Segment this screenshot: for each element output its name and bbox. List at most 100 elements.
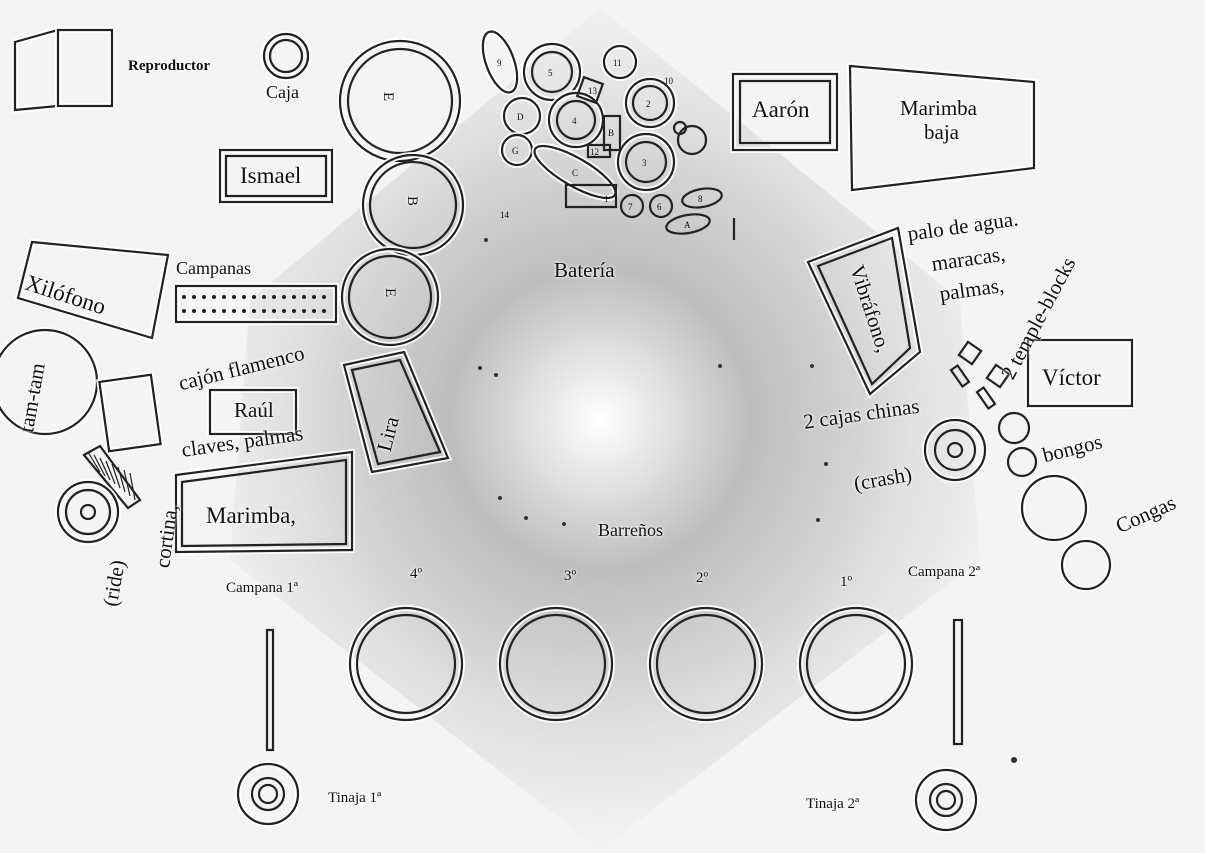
bell-dot	[242, 309, 246, 313]
kit-mark-8: 8	[698, 194, 703, 204]
label-pos-2: 2º	[696, 570, 709, 586]
label-victor: Víctor	[1042, 365, 1101, 390]
bell-dot	[322, 295, 326, 299]
bell-dot	[292, 295, 296, 299]
drum-kit-marks: 9 5 11 10 2 4 3 D G C B 13 12 1 7 6 8 A …	[497, 58, 703, 230]
label-timpani-top: E	[380, 92, 396, 102]
label-marimba-baja-1: Marimba	[900, 96, 977, 120]
bell-dot	[302, 295, 306, 299]
bell-dot	[192, 295, 196, 299]
kit-mark-5: 5	[548, 68, 553, 78]
campana-2-bar	[952, 618, 964, 746]
kit-mark-10: 10	[664, 76, 674, 86]
bell-dot	[252, 309, 256, 313]
label-caja: Caja	[266, 82, 299, 102]
bell-dot	[222, 309, 226, 313]
bell-dot	[282, 295, 286, 299]
bell-dot	[182, 309, 186, 313]
bell-dot	[282, 309, 286, 313]
label-marimba: Marimba,	[206, 503, 297, 528]
bell-dot	[242, 295, 246, 299]
label-campanas: Campanas	[176, 258, 251, 278]
bell-dot	[272, 309, 276, 313]
campana-1-bar	[265, 628, 275, 752]
kit-mark-13: 13	[588, 86, 598, 96]
kit-mark-12: 12	[590, 147, 599, 157]
kit-mark-4: 4	[572, 116, 577, 126]
chime-line	[87, 451, 101, 473]
bell-dot	[202, 309, 206, 313]
marimba-baja-shape	[848, 64, 1036, 192]
drum-kit	[479, 28, 736, 240]
bell-dot	[182, 295, 186, 299]
bell-dot	[232, 295, 236, 299]
bell-dot	[312, 309, 316, 313]
timpani	[337, 38, 466, 348]
bell-dot	[292, 309, 296, 313]
chime-line	[117, 466, 126, 493]
xilofono-shape	[14, 238, 172, 342]
spotlight-area	[230, 8, 980, 850]
temple-blocks-shape	[949, 340, 1011, 411]
label-raul: Raúl	[234, 398, 274, 422]
bell-dot	[232, 309, 236, 313]
label-tinaja-2: Tinaja 2ª	[806, 796, 860, 812]
barrenos-circles	[347, 605, 915, 723]
kit-mark-11: 11	[613, 58, 622, 68]
bell-dot	[272, 295, 276, 299]
kit-mark-a: A	[684, 220, 691, 230]
bell-dot	[302, 309, 306, 313]
kit-mark-1: 1	[604, 194, 609, 204]
aaron-box-inner	[738, 79, 832, 145]
label-pos-3: 3º	[564, 568, 577, 584]
label-campana-1: Campana 1ª	[226, 580, 299, 596]
kit-mark-6: 6	[657, 202, 662, 212]
kit-mark-9: 9	[497, 58, 502, 68]
tinaja-1-shape	[235, 761, 301, 827]
bell-dot	[212, 309, 216, 313]
marimba-shape	[173, 448, 355, 556]
kit-mark-3: 3	[642, 158, 647, 168]
label-bateria: Batería	[554, 258, 615, 282]
label-tinaja-1: Tinaja 1ª	[328, 790, 382, 806]
label-barrenos: Barreños	[598, 520, 663, 540]
bell-dot	[212, 295, 216, 299]
bell-dot	[192, 309, 196, 313]
bell-dot	[262, 309, 266, 313]
label-aaron: Aarón	[752, 97, 810, 122]
kit-mark-2: 2	[646, 99, 651, 109]
label-campana-2: Campana 2ª	[908, 564, 981, 580]
kit-mark-14: 14	[500, 210, 510, 220]
label-pos-1: 1º	[840, 574, 853, 590]
campanas-rack	[173, 283, 339, 325]
bell-dot	[262, 295, 266, 299]
reproductor-shape	[12, 26, 115, 114]
aaron-box	[731, 72, 839, 152]
label-timpani-mid: B	[404, 196, 420, 207]
ismael-box	[218, 148, 334, 204]
chime-line	[111, 463, 121, 489]
victor-box	[1026, 338, 1134, 408]
bell-dot	[322, 309, 326, 313]
kit-mark-b: B	[608, 128, 614, 138]
bell-dot	[312, 295, 316, 299]
vibrafono-shape	[803, 223, 924, 399]
cajon-box	[98, 373, 162, 453]
congas-shape	[1019, 473, 1113, 592]
chime-line	[123, 469, 131, 497]
label-ismael: Ismael	[240, 163, 302, 188]
bell-dot	[202, 295, 206, 299]
lira-shape	[340, 348, 453, 476]
crash-cymbal	[922, 417, 988, 483]
kit-mark-7: 7	[628, 202, 633, 212]
bell-dot	[252, 295, 256, 299]
tinaja-2-shape	[913, 767, 979, 833]
chime-line	[93, 454, 106, 477]
label-marimba-baja-2: baja	[924, 120, 959, 144]
ride-cymbal	[55, 479, 121, 545]
label-timpani-bot: E	[382, 288, 398, 298]
label-pos-4: 4º	[410, 566, 423, 582]
chime-line	[99, 457, 111, 481]
